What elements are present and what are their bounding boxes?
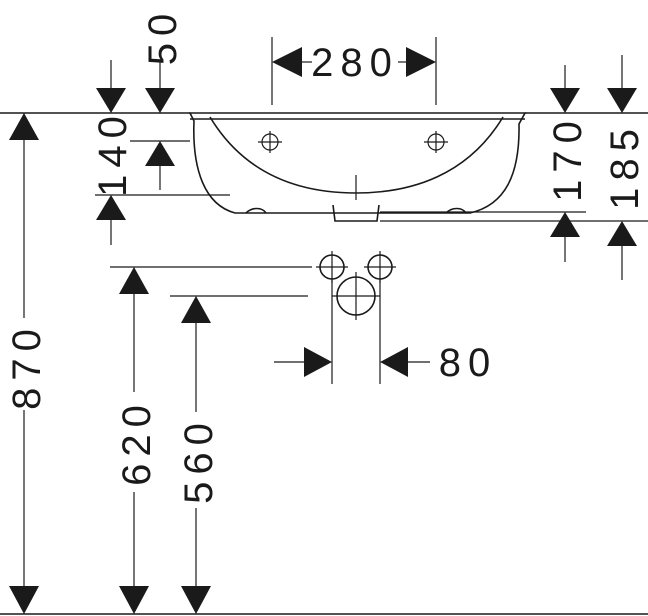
supply-right xyxy=(364,251,396,283)
dim-185-label: 185 xyxy=(603,122,647,210)
dim-170: 170 xyxy=(546,65,590,262)
tap-hole-right xyxy=(424,131,448,153)
dim-80-label: 80 xyxy=(439,341,498,385)
dim-140-label: 140 xyxy=(91,109,135,197)
supply-left xyxy=(316,251,348,283)
dim-170-label: 170 xyxy=(546,114,590,202)
dim-870-label: 870 xyxy=(5,322,49,410)
dim-280-label: 280 xyxy=(311,41,399,85)
dim-870: 870 xyxy=(5,113,49,614)
dim-50: 50 xyxy=(141,7,185,190)
dim-620-label: 620 xyxy=(115,398,159,486)
tap-hole-left xyxy=(258,131,282,153)
dim-140: 140 xyxy=(91,60,135,245)
dim-620: 620 xyxy=(115,267,159,614)
dim-280: 280 xyxy=(271,37,437,105)
dim-50-label: 50 xyxy=(141,7,185,66)
dim-185: 185 xyxy=(603,55,647,280)
dim-560: 560 xyxy=(177,296,221,614)
basin xyxy=(188,112,527,222)
reference-lines xyxy=(0,112,648,615)
dim-80: 80 xyxy=(274,341,498,385)
dim-560-label: 560 xyxy=(177,416,221,504)
drain-outlet xyxy=(332,272,380,320)
